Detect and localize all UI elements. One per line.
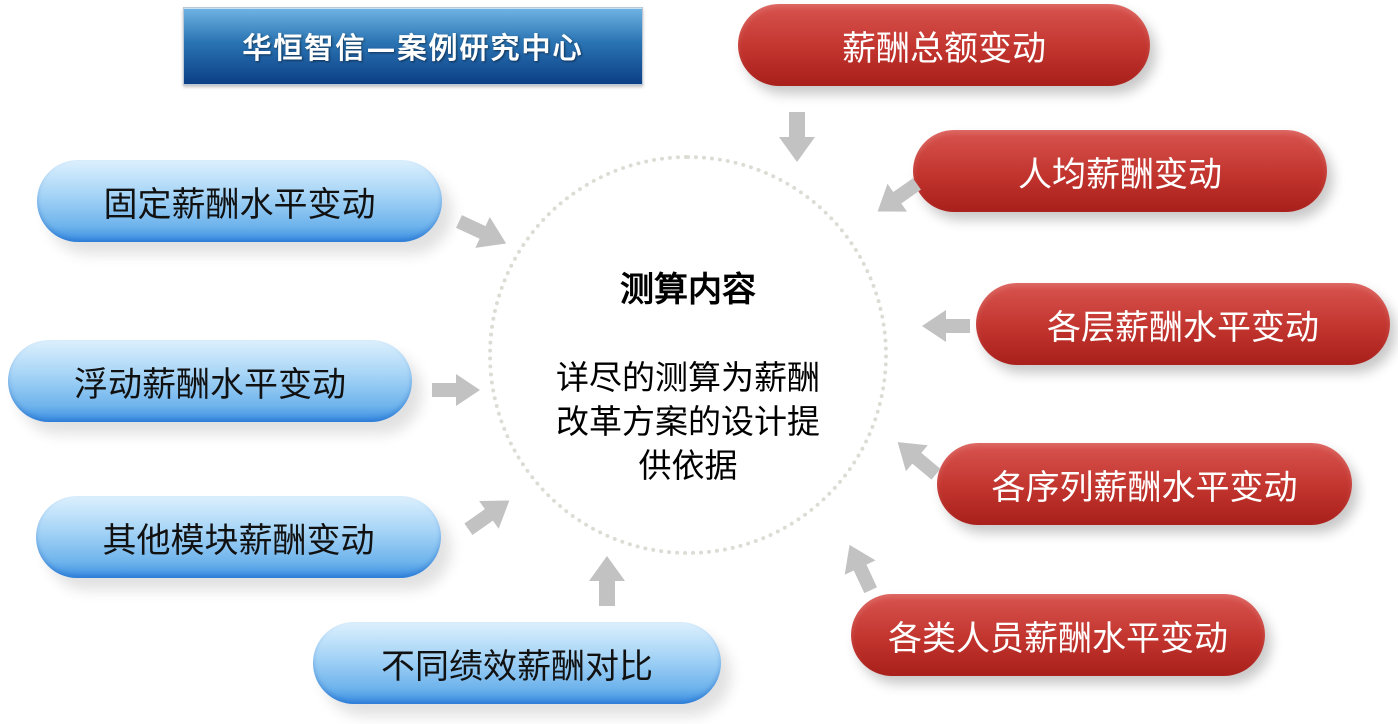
arrow-right-3 <box>922 310 970 342</box>
right-item-total-pay: 薪酬总额变动 <box>738 4 1150 86</box>
right-item-sequence-pay: 各序列薪酬水平变动 <box>937 443 1352 525</box>
arrow-left-4 <box>589 556 625 606</box>
arrow-left-1 <box>456 215 507 248</box>
arrow-left-3 <box>464 500 510 535</box>
right-item-per-capita-pay: 人均薪酬变动 <box>913 130 1327 212</box>
left-item-fixed-pay: 固定薪酬水平变动 <box>37 160 442 242</box>
arrow-right-4 <box>897 442 941 480</box>
center-title: 测算内容 <box>620 270 756 310</box>
left-item-performance-comparison: 不同绩效薪酬对比 <box>313 622 721 704</box>
arrow-right-1 <box>779 112 815 162</box>
arrow-right-5 <box>844 544 878 594</box>
left-item-variable-pay: 浮动薪酬水平变动 <box>8 340 412 422</box>
center-circle <box>488 155 888 555</box>
header-title-badge: 华恒智信—案例研究中心 <box>183 7 643 85</box>
arrow-left-2 <box>432 374 480 406</box>
left-item-other-modules: 其他模块薪酬变动 <box>36 496 441 578</box>
arrow-right-2 <box>877 178 921 212</box>
center-description: 详尽的测算为薪酬改革方案的设计提供依据 <box>556 358 820 485</box>
right-item-personnel-type-pay: 各类人员薪酬水平变动 <box>851 594 1265 676</box>
right-item-level-pay: 各层薪酬水平变动 <box>976 283 1390 365</box>
